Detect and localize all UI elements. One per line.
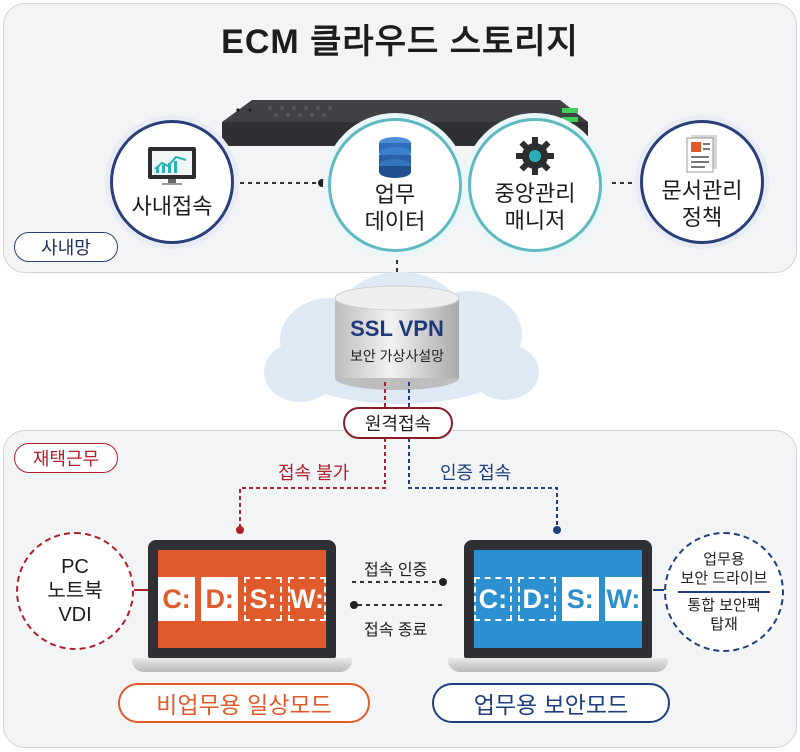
office-access-node: 사내접속 (110, 120, 234, 244)
drive-d: D: (201, 577, 239, 621)
connect-end-label: 접속 종료 (364, 622, 428, 639)
vpn-cylinder-icon (334, 285, 460, 390)
business-data-node: 업무 데이터 (328, 118, 462, 252)
secure-mode-label: 업무용 보안모드 (473, 692, 629, 718)
laptop-secure-screen: C: D: S: W: (464, 540, 652, 658)
laptop-daily-base (132, 658, 352, 672)
business-data-label-1: 업무 (374, 182, 416, 207)
secure-line-2: 보안 드라이브 (680, 570, 768, 587)
office-access-label: 사내접속 (131, 193, 213, 219)
remote-work-tag-label: 재택근무 (32, 449, 100, 469)
secure-divider (678, 591, 770, 593)
remote-access-tag-label: 원격접속 (364, 414, 432, 434)
drive-c: C: (474, 577, 512, 621)
secure-line-4: 탑재 (710, 616, 738, 633)
drive-w: W: (604, 577, 642, 621)
internal-network-tag: 사내망 (14, 232, 118, 262)
central-manager-node: 중앙관리 매니저 (468, 118, 602, 252)
laptop-daily-screen: C: D: S: W: (148, 540, 336, 658)
drive-d: D: (517, 577, 556, 621)
secure-drive-circle: 업무용 보안 드라이브 통합 보안팩 탑재 (664, 532, 784, 652)
vpn-title: SSL VPN (350, 316, 444, 341)
device-vdi: VDI (58, 604, 92, 626)
doc-policy-label-1: 문서관리 (661, 178, 743, 203)
device-type-circle: PC 노트북 VDI (16, 532, 134, 650)
secure-line-3: 통합 보안팩 (687, 597, 761, 614)
daily-mode-tag: 비업무용 일상모드 (118, 683, 370, 723)
doc-policy-label-2: 정책 (681, 205, 723, 230)
remote-work-tag: 재택근무 (14, 443, 118, 473)
monitor-chart-icon (148, 146, 196, 185)
business-data-label-2: 데이터 (364, 209, 426, 234)
central-manager-label-1: 중앙관리 (494, 181, 576, 206)
drive-s: S: (561, 577, 599, 621)
secure-line-1: 업무용 (703, 551, 745, 568)
document-icon (686, 135, 717, 173)
vpn-subtitle: 보안 가상사설망 (349, 348, 445, 364)
device-laptop: 노트북 (47, 580, 103, 602)
gear-icon (516, 137, 554, 175)
central-manager-label-2: 매니저 (504, 208, 566, 233)
drive-c: C: (158, 577, 196, 621)
access-denied-label: 접속 불가 (278, 463, 350, 483)
page-title: ECM 클라우드 스토리지 (221, 23, 579, 61)
laptop-secure-base (448, 658, 668, 672)
daily-mode-label: 비업무용 일상모드 (156, 692, 332, 718)
database-icon (379, 137, 411, 178)
drive-w: W: (288, 577, 326, 621)
doc-policy-node: 문서관리 정책 (640, 120, 764, 244)
remote-access-tag: 원격접속 (343, 407, 453, 439)
connect-auth-label: 접속 인증 (364, 562, 428, 579)
internal-network-tag-label: 사내망 (41, 238, 91, 258)
drive-s: S: (244, 577, 282, 621)
device-pc: PC (61, 556, 89, 578)
authorized-access-label: 인증 접속 (440, 463, 512, 483)
secure-mode-tag: 업무용 보안모드 (432, 683, 670, 723)
